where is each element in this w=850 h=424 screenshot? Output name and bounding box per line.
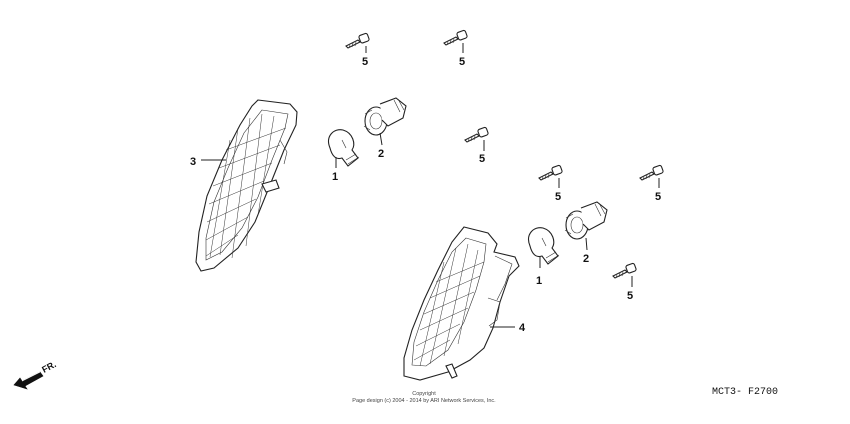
callout-2-upper: 2: [378, 148, 384, 160]
callout-5-d: 5: [555, 191, 561, 203]
callout-4: 4: [519, 322, 526, 334]
callout-3: 3: [190, 156, 196, 168]
screw-part-5-f[interactable]: [612, 262, 637, 279]
socket-part-2-upper[interactable]: [363, 97, 407, 136]
socket-part-2-lower[interactable]: [564, 201, 608, 240]
bulb-part-1-right[interactable]: [528, 227, 560, 265]
callout-1-left: 1: [332, 171, 338, 183]
copyright-notice: Page design (c) 2004 - 2014 by ARI Netwo…: [352, 398, 496, 404]
callout-1-right: 1: [536, 275, 542, 287]
callout-5-b: 5: [459, 56, 465, 68]
callout-5-f: 5: [627, 290, 633, 302]
screw-part-5-d[interactable]: [538, 164, 563, 181]
figure-code: MCT3- F2700: [712, 387, 778, 398]
screw-part-5-a[interactable]: [345, 32, 370, 49]
bulb-part-1-left[interactable]: [328, 129, 360, 167]
callout-5-c: 5: [479, 153, 485, 165]
front-direction-arrow-icon: [13, 371, 44, 390]
copyright-title: Copyright: [412, 391, 436, 397]
callout-5-e: 5: [655, 191, 661, 203]
front-direction-label: FR.: [40, 359, 57, 375]
screw-part-5-e[interactable]: [639, 164, 664, 181]
callout-2-lower: 2: [583, 253, 589, 265]
reflector-left-part-3[interactable]: [195, 99, 298, 272]
screw-part-5-b[interactable]: [443, 29, 468, 46]
screw-part-5-c[interactable]: [464, 126, 489, 143]
reflector-right-part-4[interactable]: [403, 226, 520, 381]
callout-5-a: 5: [362, 56, 368, 68]
